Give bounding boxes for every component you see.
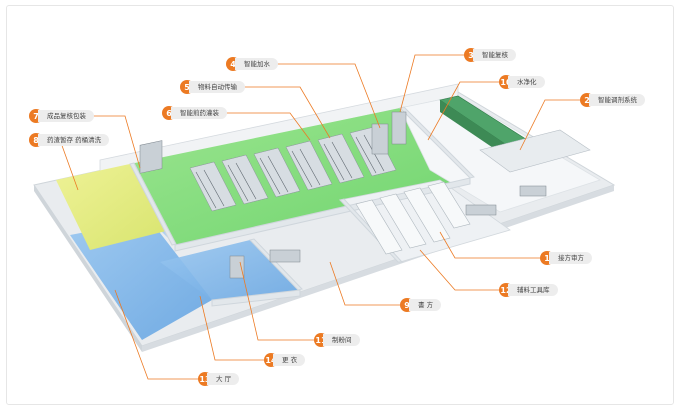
leader-c11 — [239, 261, 315, 341]
leader-c12 — [419, 249, 500, 291]
dispensing-cabinets — [439, 95, 591, 173]
callout-12-label: 辅料工具库 — [508, 284, 558, 296]
callout-14-label: 更 衣 — [273, 354, 306, 366]
misc-equipment — [139, 111, 547, 279]
callout-13-label: 大 厅 — [207, 373, 240, 385]
storage-shelves — [355, 181, 471, 255]
leader-c14 — [199, 295, 265, 361]
callout-5-label: 物料自动传输 — [189, 81, 245, 93]
zone-hall — [70, 220, 212, 340]
callout-11-label: 制粉间 — [323, 334, 360, 346]
callout-2-label: 智能调剂系统 — [589, 94, 645, 106]
leader-c1 — [439, 231, 540, 259]
callout-8-label: 药渣暂存 药桶清洗 — [38, 134, 110, 146]
leader-c3 — [399, 54, 465, 113]
callout-7-label: 成品复核包装 — [38, 110, 94, 122]
callout-10-label: 水净化 — [508, 76, 545, 88]
callout-3-label: 智能复核 — [473, 49, 516, 61]
leader-c2 — [519, 99, 580, 151]
decoction-machine-details — [195, 134, 385, 209]
callout-9-label: 書 方 — [409, 299, 442, 311]
callout-4-label: 智能加水 — [235, 58, 278, 70]
base-slab-side — [34, 185, 142, 352]
leader-c9 — [329, 261, 400, 306]
callout-1-label: 接方审方 — [549, 252, 592, 264]
leader-c10 — [427, 81, 500, 141]
leader-c13 — [114, 289, 198, 380]
callout-6-label: 智能煎药灌装 — [171, 107, 227, 119]
